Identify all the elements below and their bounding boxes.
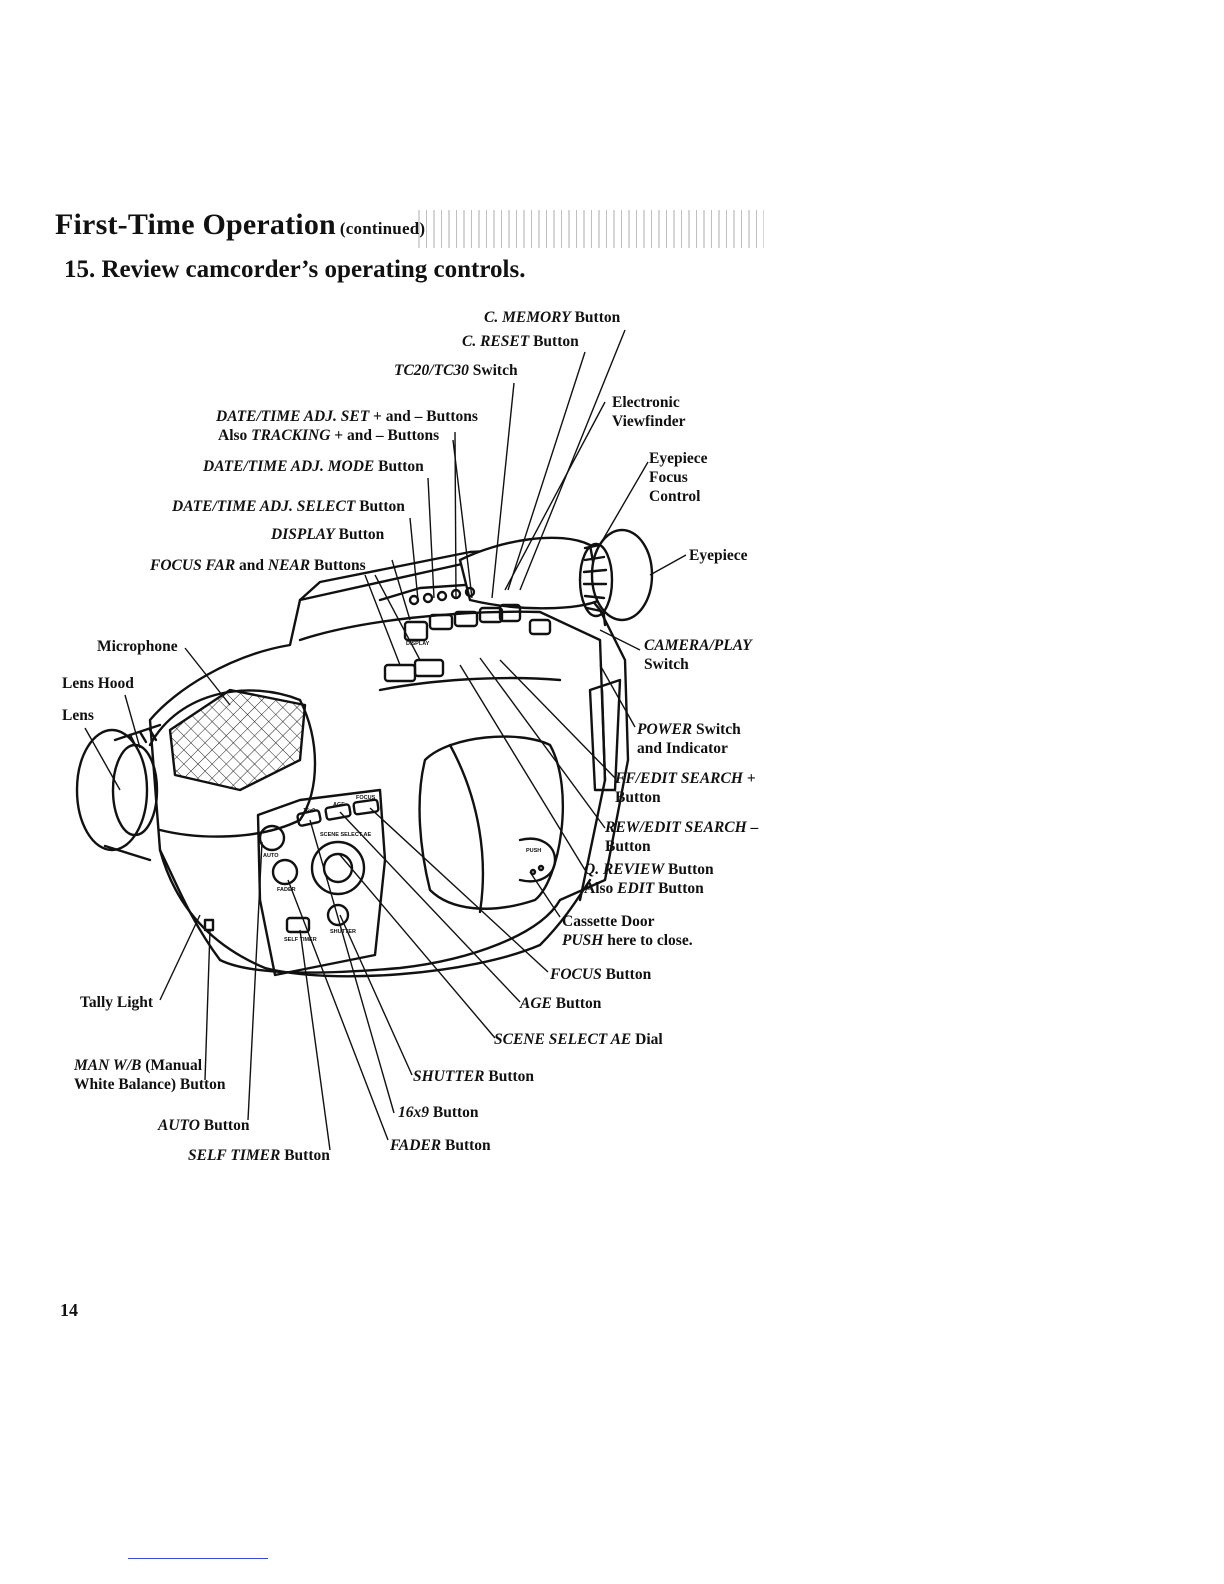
label-focus-far-near: FOCUS FAR and NEAR Buttons (150, 557, 366, 574)
header-band (52, 210, 764, 248)
label-scene-select-dial: SCENE SELECT AE Dial (494, 1031, 663, 1048)
marking-focus: FOCUS (356, 795, 376, 801)
marking-display: DISPLAY (406, 641, 430, 647)
step-title: 15. Review camcorder’s operating control… (64, 256, 526, 283)
marking-age: AGE (333, 802, 345, 808)
label-display: DISPLAY Button (271, 526, 385, 543)
label-eyepiece: Eyepiece (689, 547, 748, 564)
label-date-set: DATE/TIME ADJ. SET + and – Buttons (216, 408, 478, 425)
label-focus-button: FOCUS Button (550, 966, 652, 983)
label-shutter-button: SHUTTER Button (413, 1068, 535, 1085)
marking-push: PUSH (526, 848, 541, 854)
label-tracking: Also TRACKING + and – Buttons (218, 427, 440, 444)
label-tally-light: Tally Light (80, 994, 154, 1011)
page-header: First-Time Operation(continued) (55, 208, 426, 241)
label-auto-button: AUTO Button (158, 1117, 250, 1134)
marking-self-timer: SELF TIMER (284, 937, 317, 943)
label-lens: Lens (62, 707, 94, 724)
label-fader-button: FADER Button (390, 1137, 491, 1154)
label-date-mode: DATE/TIME ADJ. MODE Button (203, 458, 424, 475)
marking-shutter: SHUTTER (330, 929, 356, 935)
page-number: 14 (60, 1300, 78, 1320)
marking-auto: AUTO (263, 853, 279, 859)
label-lens-hood: Lens Hood (62, 675, 134, 692)
label-rew-edit-search: REW/EDIT SEARCH –Button (605, 819, 759, 855)
footer-rule (128, 1558, 268, 1559)
label-date-select: DATE/TIME ADJ. SELECT Button (172, 498, 405, 515)
label-c-memory: C. MEMORY Button (484, 309, 621, 326)
label-16x9-button: 16x9 Button (398, 1104, 479, 1121)
label-microphone: Microphone (97, 638, 178, 655)
marking-16x9: 16x9 (303, 808, 315, 814)
label-tc-switch: TC20/TC30 Switch (394, 362, 518, 379)
marking-fader: FADER (277, 887, 296, 893)
marking-scene-select: SCENE SELECT AE (320, 832, 371, 838)
label-age-button: AGE Button (520, 995, 602, 1012)
label-c-reset: C. RESET Button (462, 333, 579, 350)
label-ff-edit-search: FF/EDIT SEARCH +Button (615, 770, 756, 806)
label-self-timer: SELF TIMER Button (188, 1147, 330, 1164)
